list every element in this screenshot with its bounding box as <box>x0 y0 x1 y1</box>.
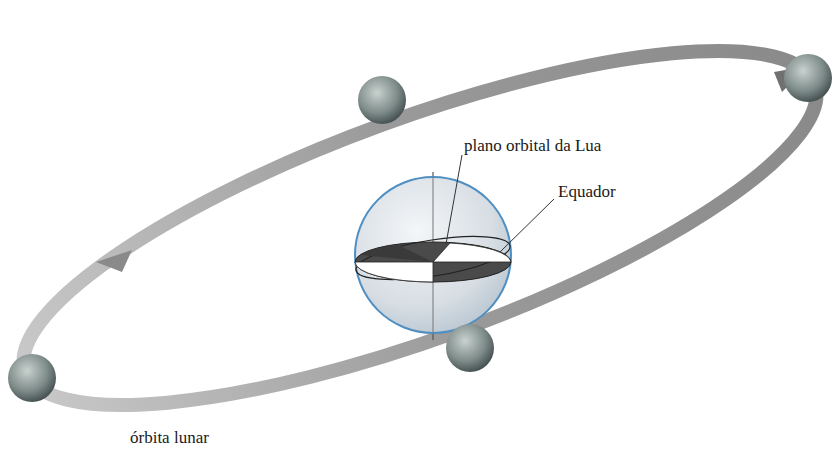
orbital-plane-face <box>355 262 433 282</box>
plane-label: plano orbital da Lua <box>464 136 601 156</box>
orbit-label: órbita lunar <box>130 428 209 448</box>
leader-line <box>446 155 462 244</box>
moon <box>358 76 406 124</box>
earth <box>355 177 511 333</box>
leader-line <box>500 199 554 252</box>
orbital-plane-face <box>433 243 511 262</box>
moon <box>784 54 832 102</box>
moon <box>8 354 56 402</box>
orbit-arrow <box>96 250 132 272</box>
moon <box>446 324 494 372</box>
orbital-plane <box>353 228 513 288</box>
equator-label: Equador <box>558 182 616 202</box>
equator-plane <box>355 242 511 282</box>
plane-wedge <box>360 245 433 262</box>
